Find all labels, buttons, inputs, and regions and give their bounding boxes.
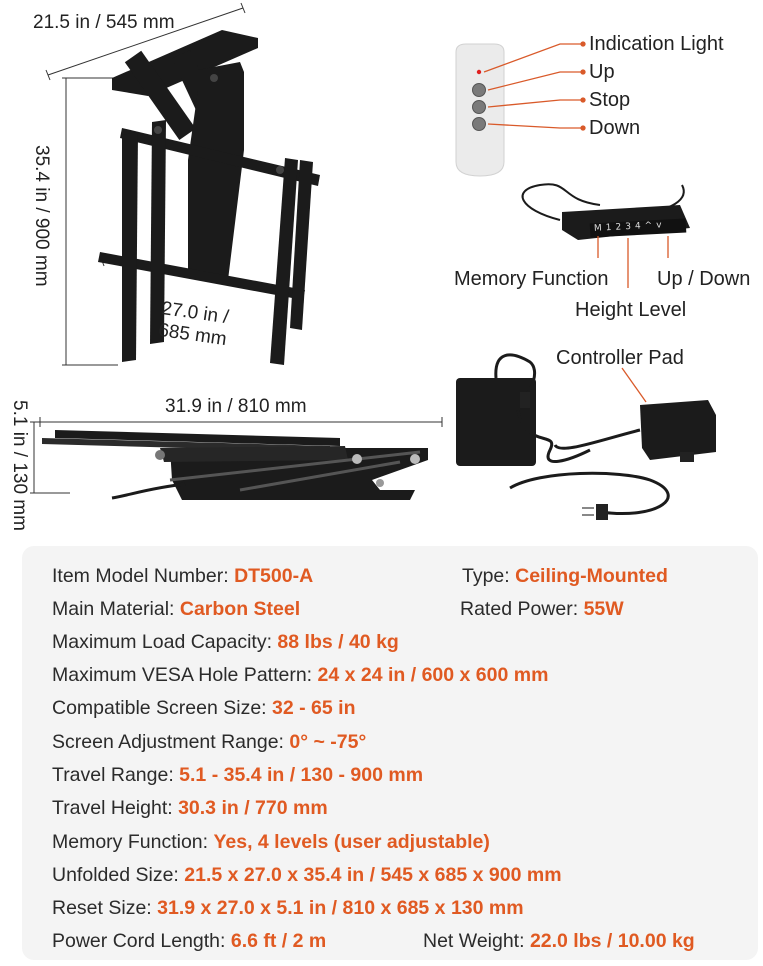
spec-type: Type: Ceiling-Mounted	[462, 565, 668, 587]
memory-key: M	[593, 223, 607, 234]
spec-travel-range: Travel Range: 5.1 - 35.4 in / 130 - 900 …	[52, 764, 424, 786]
level-4-key: 4	[634, 221, 645, 232]
folded-mount	[42, 430, 428, 500]
spec-screen-size: Compatible Screen Size: 32 - 65 in	[52, 697, 356, 719]
height-level-label: Height Level	[575, 299, 687, 321]
remote-control	[455, 43, 505, 177]
folded-width-label: 31.9 in / 810 mm	[165, 396, 307, 417]
power-cord	[509, 471, 670, 520]
controller-pad-label: Controller Pad	[556, 347, 684, 369]
spec-vesa: Maximum VESA Hole Pattern: 24 x 24 in / …	[52, 664, 549, 686]
up-down-label: Up / Down	[657, 268, 751, 290]
spec-model: Item Model Number: DT500-A	[52, 565, 314, 587]
spec-material: Main Material: Carbon Steel	[52, 598, 301, 620]
spec-cord-length: Power Cord Length: 6.6 ft / 2 m	[52, 930, 327, 952]
product-illustration	[30, 2, 716, 520]
down-label: Down	[589, 117, 641, 139]
down-key: v	[655, 220, 666, 231]
controller-callout-line	[621, 367, 647, 403]
spec-adjustment: Screen Adjustment Range: 0° ~ -75°	[52, 731, 367, 753]
up-label: Up	[589, 61, 615, 83]
level-3-key: 3	[624, 221, 636, 233]
stop-label: Stop	[589, 89, 631, 111]
unfolded-mount	[98, 30, 320, 365]
spec-travel-height: Travel Height: 30.3 in / 770 mm	[52, 797, 328, 819]
spec-load: Maximum Load Capacity: 88 lbs / 40 kg	[52, 631, 399, 653]
top-width-label: 21.5 in / 545 mm	[33, 12, 175, 33]
indication-light-label: Indication Light	[589, 33, 724, 55]
spec-unfolded-size: Unfolded Size: 21.5 x 27.0 x 35.4 in / 5…	[52, 864, 562, 886]
up-key: ^	[644, 220, 657, 232]
vesa-width-label: 27.0 in / 685 mm	[157, 298, 231, 351]
level-1-key: 1	[605, 222, 616, 234]
controller-box	[553, 400, 716, 462]
remote-callout-lines	[483, 41, 586, 131]
power-adapter	[456, 353, 591, 466]
spec-reset-size: Reset Size: 31.9 x 27.0 x 5.1 in / 810 x…	[52, 897, 524, 919]
spec-panel	[22, 546, 758, 960]
memory-function-label: Memory Function	[454, 268, 609, 290]
spec-power: Rated Power: 55W	[460, 598, 624, 620]
folded-height-label: 5.1 in / 130 mm	[9, 400, 30, 531]
keypad-callout-lines	[597, 236, 669, 288]
keypad	[521, 183, 690, 240]
spec-memory: Memory Function: Yes, 4 levels (user adj…	[52, 831, 490, 853]
spec-net-weight: Net Weight: 22.0 lbs / 10.00 kg	[423, 930, 695, 952]
height-label: 35.4 in / 900 mm	[31, 145, 52, 287]
